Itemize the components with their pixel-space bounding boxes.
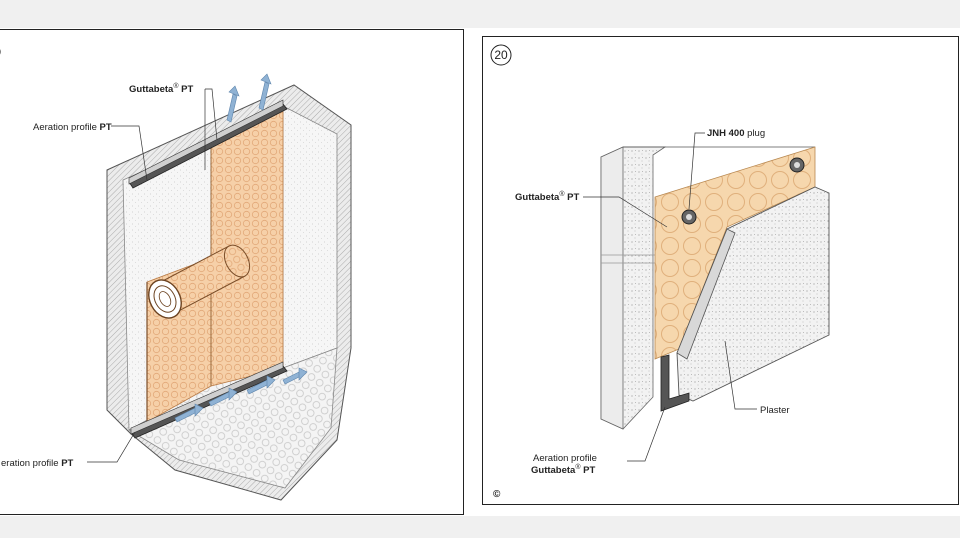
label-guttabeta: Guttabeta® PT bbox=[515, 190, 579, 203]
membrane-roll bbox=[148, 244, 251, 319]
aeration-profile-top bbox=[128, 99, 288, 189]
right-diagram-panel: 20 JNH 400 plug Guttabeta® PT Pl bbox=[482, 36, 959, 505]
figure-number-fragment: ) bbox=[0, 46, 1, 57]
label-aeration-profile-top: Aeration profile PT bbox=[33, 122, 112, 133]
label-jnh-400-plug: JNH 400 plug bbox=[707, 128, 765, 139]
figure-number: 20 bbox=[494, 48, 508, 62]
label-plaster: Plaster bbox=[760, 405, 790, 416]
label-aeration-guttabeta: Guttabeta® PT bbox=[531, 463, 595, 476]
leader-lines bbox=[87, 88, 218, 463]
guttabeta-membrane bbox=[654, 146, 816, 360]
copyright-mark: © bbox=[493, 489, 501, 500]
label-aeration-profile: Aeration profile bbox=[533, 453, 597, 464]
plaster-layer bbox=[676, 186, 830, 402]
right-diagram: 20 JNH 400 plug Guttabeta® PT Pl bbox=[490, 44, 830, 500]
figure-number-circle bbox=[490, 44, 512, 66]
concrete-wall bbox=[600, 146, 815, 430]
aeration-profile bbox=[660, 354, 690, 412]
airflow-arrows bbox=[174, 73, 308, 423]
bottom-band bbox=[0, 516, 960, 538]
top-band bbox=[0, 0, 960, 28]
label-aeration-profile-bottom: eration profile PT bbox=[1, 458, 74, 469]
label-guttabeta-top: Guttabeta® PT bbox=[129, 82, 193, 95]
left-diagram-panel: ) bbox=[0, 29, 464, 515]
left-diagram: ) bbox=[0, 46, 352, 501]
jnh-400-plug bbox=[681, 157, 805, 225]
leader-lines bbox=[583, 132, 757, 462]
